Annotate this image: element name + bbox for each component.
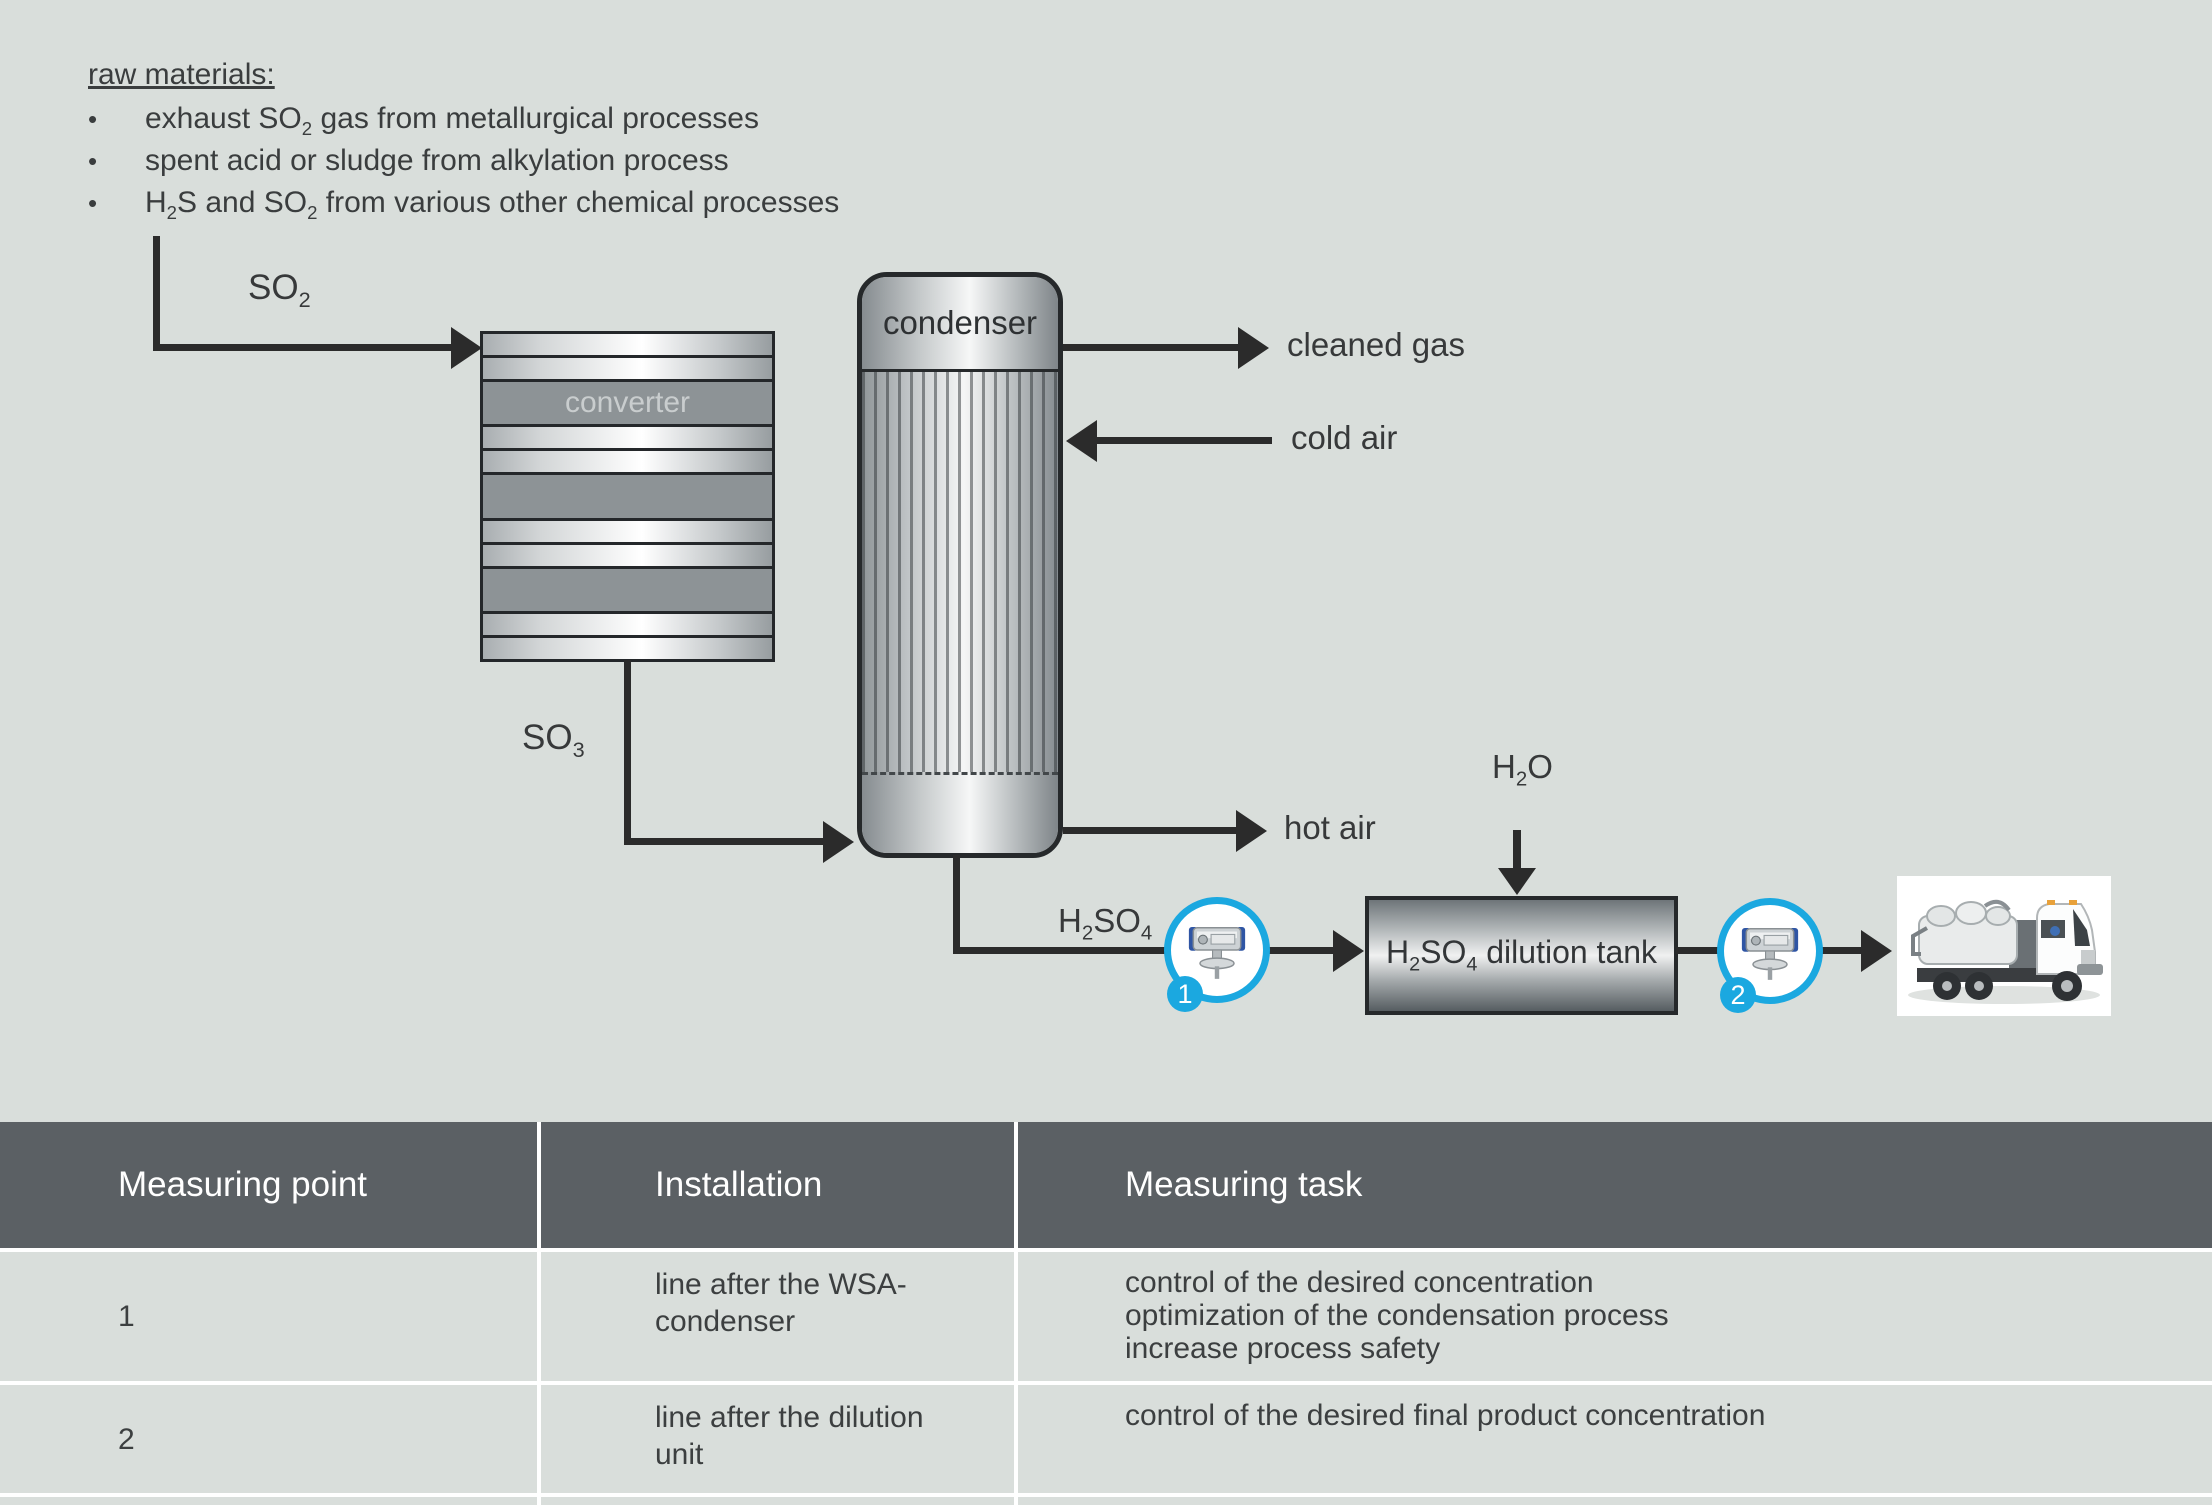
table-cell-task-2: control of the desired final product con… bbox=[1018, 1385, 2212, 1493]
dilution-tank: H2SO4 dilution tank bbox=[1365, 896, 1678, 1015]
table-header-installation: Installation bbox=[541, 1122, 1014, 1248]
converter-tray bbox=[483, 610, 772, 635]
bullet-icon: • bbox=[88, 146, 98, 176]
converter-bed bbox=[483, 565, 772, 611]
converter-tray bbox=[483, 424, 772, 449]
table-header-measuring-point: Measuring point bbox=[0, 1122, 537, 1248]
task-line: control of the desired concentration bbox=[1125, 1266, 1594, 1299]
h2so4-line bbox=[953, 947, 1203, 954]
arrow-right-icon bbox=[1238, 327, 1269, 369]
measuring-point-2-badge: 2 bbox=[1720, 977, 1756, 1013]
raw-material-item: • spent acid or sludge from alkylation p… bbox=[88, 144, 839, 186]
arrow-right-icon bbox=[1236, 810, 1267, 852]
converter-tray bbox=[483, 517, 772, 542]
cold-air-line bbox=[1094, 437, 1272, 444]
flow-transmitter-icon bbox=[1188, 927, 1246, 979]
table-cell-point-1: 1 bbox=[0, 1252, 537, 1381]
raw-material-text: exhaust SO2 gas from metallurgical proce… bbox=[145, 102, 759, 139]
table-header-measuring-task: Measuring task bbox=[1018, 1122, 2212, 1248]
converter-tray bbox=[483, 355, 772, 380]
h2o-line bbox=[1513, 830, 1521, 870]
task-line: control of the desired final product con… bbox=[1125, 1399, 1766, 1432]
table-cell-installation-2: line after the dilution unit bbox=[541, 1385, 1014, 1493]
product-line bbox=[1676, 947, 1723, 954]
table-cell-point-2: 2 bbox=[0, 1385, 537, 1493]
condenser-label: condenser bbox=[882, 304, 1038, 341]
so3-line bbox=[624, 838, 824, 845]
arrow-right-icon bbox=[451, 327, 482, 369]
cleaned-gas-line bbox=[1063, 344, 1239, 351]
measuring-point-2: 2 bbox=[1717, 898, 1823, 1013]
table-row-partial bbox=[0, 1497, 537, 1505]
arrow-right-icon bbox=[1333, 930, 1364, 972]
so3-stream-label: SO3 bbox=[522, 718, 585, 762]
h2so4-line bbox=[953, 855, 960, 954]
raw-material-item: • exhaust SO2 gas from metallurgical pro… bbox=[88, 102, 839, 144]
installation-line: line after the WSA- bbox=[655, 1268, 907, 1301]
condenser-top-cap: condenser bbox=[862, 277, 1058, 372]
hot-air-line bbox=[1063, 827, 1238, 834]
converter-tray bbox=[483, 334, 772, 356]
bullet-icon: • bbox=[88, 104, 98, 134]
condenser-vessel: condenser bbox=[857, 272, 1063, 858]
table-cell-installation-1: line after the WSA- condenser bbox=[541, 1252, 1014, 1381]
so2-feed-line bbox=[153, 344, 453, 351]
cleaned-gas-label: cleaned gas bbox=[1287, 326, 1465, 363]
condenser-bottom-cap bbox=[862, 772, 1058, 853]
task-line: increase process safety bbox=[1125, 1332, 1441, 1365]
raw-material-text: spent acid or sludge from alkylation pro… bbox=[145, 144, 729, 177]
raw-materials-block: raw materials: • exhaust SO2 gas from me… bbox=[88, 58, 839, 228]
cold-air-label: cold air bbox=[1291, 419, 1398, 456]
converter-tray bbox=[483, 634, 772, 660]
product-line bbox=[1821, 947, 1865, 954]
task-line: optimization of the condensation process bbox=[1125, 1299, 1669, 1332]
installation-line: line after the dilution bbox=[655, 1401, 924, 1434]
arrow-right-icon bbox=[823, 821, 854, 863]
tanker-truck-graphic bbox=[1897, 876, 2111, 1016]
h2so4-line bbox=[1267, 947, 1337, 954]
table-cell-task-1: control of the desired concentration opt… bbox=[1018, 1252, 2212, 1381]
condenser-tube-bundle bbox=[862, 372, 1058, 772]
hot-air-label: hot air bbox=[1284, 809, 1376, 846]
installation-line: condenser bbox=[655, 1305, 796, 1338]
converter-label-band: converter bbox=[483, 379, 772, 425]
so3-line bbox=[624, 660, 631, 845]
table-row-partial bbox=[1018, 1497, 2212, 1505]
converter-tray bbox=[483, 448, 772, 473]
tanker-truck-image bbox=[1897, 876, 2111, 1016]
converter-tray bbox=[483, 541, 772, 566]
converter-bed bbox=[483, 472, 772, 518]
measuring-points-table: Measuring point Installation Measuring t… bbox=[0, 1122, 2212, 1505]
raw-material-item: • H2S and SO2 from various other chemica… bbox=[88, 186, 839, 228]
table-row-partial bbox=[541, 1497, 1014, 1505]
h2o-stream-label: H2O bbox=[1492, 748, 1553, 791]
measuring-point-1: 1 bbox=[1164, 897, 1270, 1012]
so2-stream-label: SO2 bbox=[248, 268, 311, 312]
arrow-right-icon bbox=[1861, 930, 1892, 972]
arrow-left-icon bbox=[1066, 420, 1097, 462]
converter-label: converter bbox=[564, 386, 691, 420]
measuring-point-1-badge: 1 bbox=[1167, 976, 1203, 1012]
arrow-down-icon bbox=[1498, 868, 1536, 895]
converter-vessel: converter bbox=[480, 331, 775, 662]
raw-materials-title: raw materials: bbox=[88, 58, 275, 91]
bullet-icon: • bbox=[88, 188, 98, 218]
dilution-tank-label: H2SO4 dilution tank bbox=[1385, 934, 1658, 976]
so2-feed-line bbox=[153, 236, 160, 351]
h2so4-stream-label: H2SO4 bbox=[1058, 902, 1153, 945]
raw-material-text: H2S and SO2 from various other chemical … bbox=[145, 186, 840, 223]
installation-line: unit bbox=[655, 1438, 704, 1471]
flow-transmitter-icon bbox=[1741, 928, 1799, 980]
